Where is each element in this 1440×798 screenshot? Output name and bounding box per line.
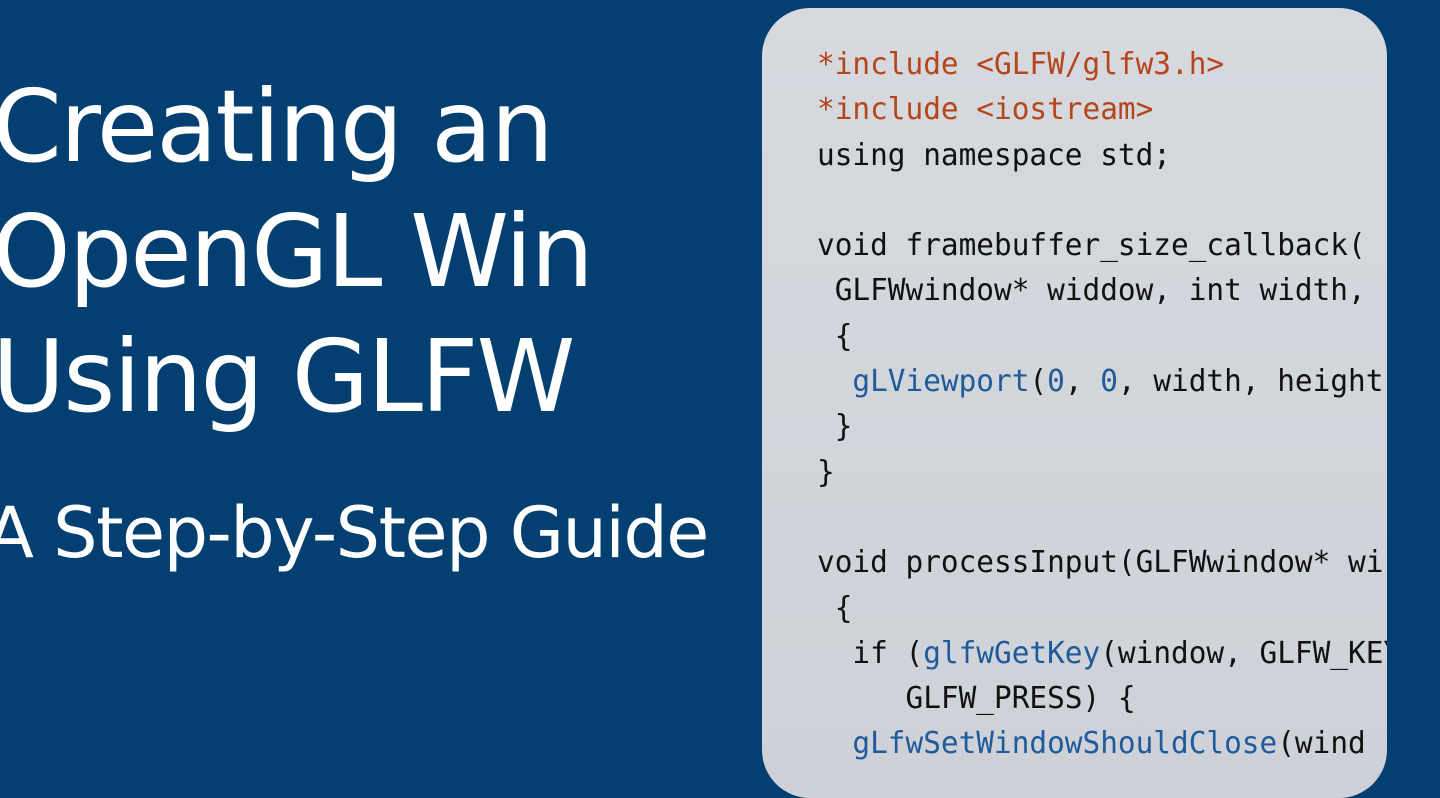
code-token: } — [817, 409, 853, 445]
code-token: *include <GLFW/glfw3.h> — [817, 47, 1225, 82]
code-token: void framebuffer_size_callback( — [817, 228, 1366, 264]
code-token: GLFWwindow* widdow, int width, — [817, 273, 1366, 309]
code-token: , — [1064, 364, 1101, 400]
code-token: { — [817, 590, 853, 626]
code-line: void processInput(GLFWwindow* wi — [817, 540, 1387, 585]
code-token: } — [817, 454, 835, 490]
code-line: GLFWwindow* widdow, int width, — [817, 268, 1387, 313]
code-token: 0 — [1047, 364, 1065, 400]
code-token: glfwGetKey — [923, 635, 1101, 671]
code-line: gLfwSetWindowShouldClose(wind — [817, 721, 1387, 766]
code-panel: *include <GLFW/glfw3.h> *include <iostrea… — [762, 8, 1387, 798]
code-line: GLFW_PRESS) { — [817, 676, 1387, 721]
code-token: GLFW_PRESS) { — [817, 681, 1136, 717]
title-line-1: Creating an — [0, 68, 554, 185]
code-token: void processInput(GLFWwindow* wi — [817, 545, 1384, 581]
code-token: , width, height — [1117, 364, 1384, 400]
code-block: *include <GLFW/glfw3.h> *include <iostrea… — [817, 42, 1387, 767]
code-token: ( — [1029, 364, 1048, 400]
code-line: if (glfwGetKey(window, GLFW_KEY_ — [817, 631, 1387, 676]
code-token: gLViewport — [852, 364, 1030, 400]
code-token: { — [817, 318, 853, 354]
code-line: void framebuffer_size_callback( — [817, 223, 1387, 268]
code-line: } — [817, 450, 1387, 495]
title-line-2: OpenGL Win — [0, 193, 594, 310]
code-token — [817, 726, 852, 761]
code-token: (window, GLFW_KEY_ — [1100, 635, 1387, 671]
code-line: gLViewport(0, 0, width, height — [817, 359, 1387, 404]
code-token: using namespace std; — [817, 137, 1172, 173]
code-line: *include <iostream> — [817, 87, 1387, 132]
code-line — [817, 178, 1387, 223]
code-token: (wind — [1277, 726, 1366, 762]
code-line: } — [817, 404, 1387, 449]
code-token: if ( — [817, 635, 924, 671]
code-line: *include <GLFW/glfw3.h> — [817, 42, 1387, 87]
code-line: using namespace std; — [817, 133, 1387, 178]
code-token: 0 — [1100, 364, 1118, 400]
code-line: { — [817, 314, 1387, 359]
code-token — [817, 364, 852, 399]
title-line-3: Using GLFW — [0, 318, 575, 435]
subtitle: A Step-by-Step Guide — [0, 492, 709, 574]
code-token: *include <iostream> — [817, 92, 1154, 128]
code-line: { — [817, 586, 1387, 631]
code-line — [817, 495, 1387, 540]
code-token: gLfwSetWindowShouldClose — [852, 726, 1278, 762]
